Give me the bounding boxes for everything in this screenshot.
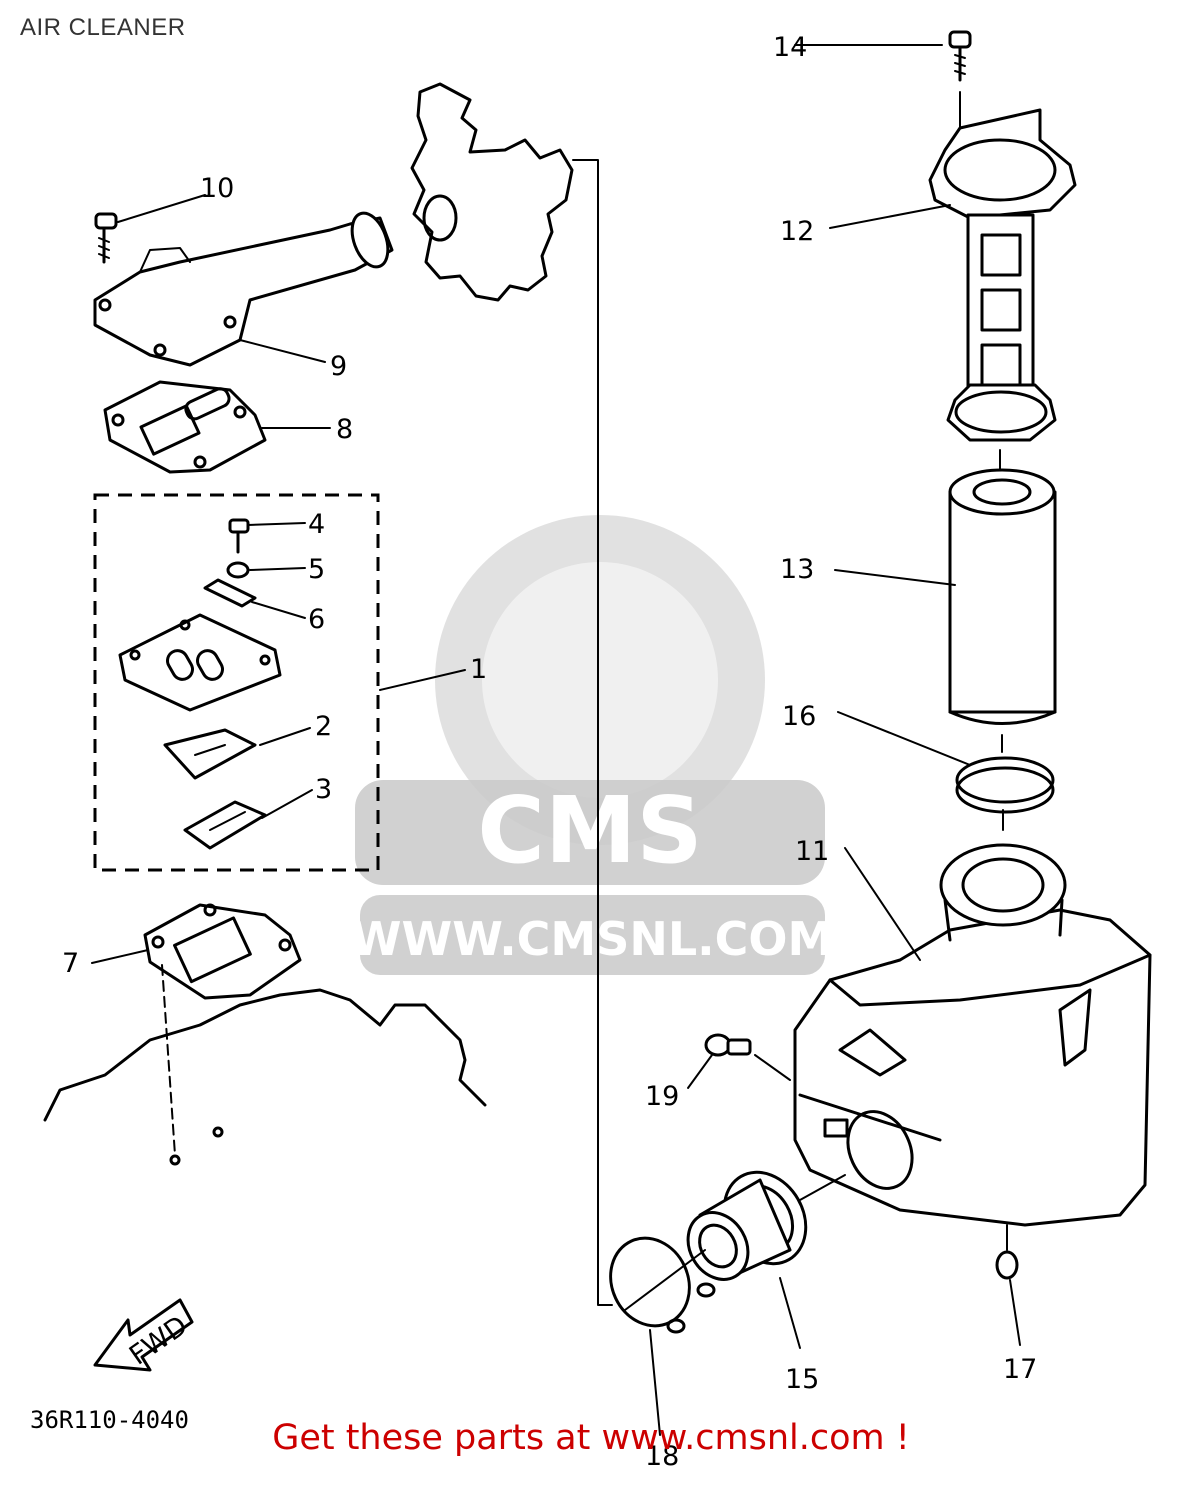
callout-11: 11 (795, 836, 829, 867)
callout-13: 13 (780, 554, 814, 585)
screw-4 (228, 518, 250, 554)
washer-5 (226, 561, 250, 579)
crankcase-outline-top (410, 82, 574, 302)
ring-16 (955, 756, 1055, 814)
callout-5: 5 (308, 554, 325, 585)
callout-8: 8 (336, 414, 353, 445)
callout-18: 18 (645, 1441, 679, 1472)
callout-14: 14 (773, 32, 807, 63)
watermark-brand: CMS (477, 777, 702, 884)
watermark: CMS WWW.CMSNL.COM (351, 515, 834, 975)
air-cleaner-case-11 (793, 843, 1152, 1227)
callout-numbers: 14 12 13 16 11 10 9 8 4 5 6 1 2 3 7 19 1… (62, 32, 1037, 1472)
callout-3: 3 (315, 774, 332, 805)
reference-line (572, 159, 613, 1306)
gasket-7 (143, 903, 302, 1000)
callout-9: 9 (330, 351, 347, 382)
callout-10: 10 (200, 173, 234, 204)
watermark-url: WWW.CMSNL.COM (351, 912, 834, 966)
reed-valve-plate (118, 613, 282, 712)
bolt-10 (94, 212, 118, 264)
callout-1: 1 (470, 654, 487, 685)
drawing-code: 36R110-4040 (30, 1406, 189, 1434)
intake-manifold (93, 211, 394, 367)
callout-4: 4 (308, 509, 325, 540)
drain-plug-17 (995, 1224, 1019, 1280)
callout-16: 16 (782, 701, 816, 732)
callout-12: 12 (780, 216, 814, 247)
callout-15: 15 (785, 1364, 819, 1395)
reed-stopper-3 (183, 800, 267, 850)
callout-17: 17 (1003, 1354, 1037, 1385)
call-to-action-link[interactable]: Get these parts at www.cmsnl.com ! (272, 1418, 910, 1458)
callout-2: 2 (315, 711, 332, 742)
drain-screw-19 (704, 1033, 791, 1081)
reed-valve-assembly-box (93, 493, 380, 872)
clamp-18 (609, 1236, 716, 1334)
forward-direction-arrow: FWD (93, 1298, 194, 1372)
gasket-8 (103, 380, 267, 474)
page-title: AIR CLEANER (20, 14, 186, 41)
intake-joint-15 (686, 1170, 846, 1281)
dowel-hole (169, 1154, 181, 1166)
dowel-hole-2 (212, 1126, 224, 1138)
callout-7: 7 (62, 948, 79, 979)
callout-6: 6 (308, 604, 325, 635)
callout-19: 19 (645, 1081, 679, 1112)
leader-lines (91, 44, 1021, 1436)
crankcase-outline-bottom (43, 988, 487, 1122)
crankcase-opening (422, 194, 458, 242)
reed-2 (163, 728, 257, 780)
filter-frame-12 (928, 108, 1077, 442)
filter-element-13 (948, 468, 1057, 725)
stopper-6 (203, 578, 257, 608)
alignment-line-7 (161, 964, 176, 1156)
